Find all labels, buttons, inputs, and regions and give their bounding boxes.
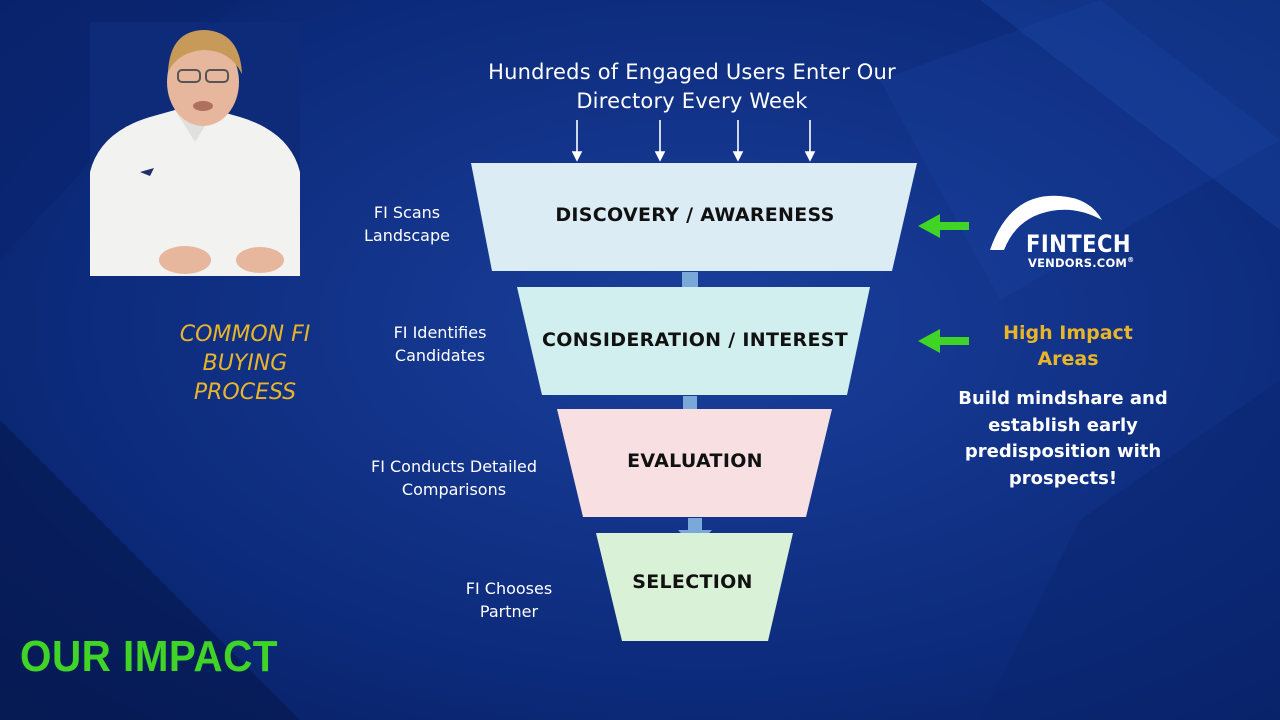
stage-discovery-label: FI Scans Landscape	[364, 203, 450, 245]
header-text: Hundreds of Engaged Users Enter Our Dire…	[470, 58, 914, 116]
swoosh-icon	[990, 195, 1102, 250]
stage-evaluation-label: FI Conducts Detailed Comparisons	[370, 457, 538, 499]
stage-evaluation-shape	[557, 409, 832, 517]
stage-consideration-shape	[517, 287, 870, 395]
stage-evaluation-title: EVALUATION	[627, 450, 763, 472]
our-impact-title: OUR IMPACT	[20, 632, 278, 681]
stage-discovery-title: DISCOVERY / AWARENESS	[555, 204, 835, 226]
presenter-video	[90, 22, 300, 276]
stage-discovery-shape	[471, 163, 917, 271]
high-impact-title: High Impact Areas	[1003, 322, 1133, 370]
arrow-left-icon	[918, 214, 969, 353]
header-line-2: Directory Every Week	[576, 89, 808, 113]
stage-consideration-title: CONSIDERATION / INTEREST	[542, 329, 848, 351]
impact-body: Build mindshare and establish early pred…	[958, 388, 1168, 489]
stage-consideration-label: FI Identifies Candidates	[393, 323, 487, 365]
logo-name: FINTECH	[1026, 230, 1132, 258]
stage-selection-shape	[596, 533, 793, 641]
logo-sub: VENDORS.COM®	[1028, 256, 1135, 270]
header-line-1: Hundreds of Engaged Users Enter Our	[488, 60, 896, 84]
arrow-down-icon	[571, 120, 816, 162]
stage-selection-title: SELECTION	[632, 571, 753, 593]
process-label: COMMON FI BUYING PROCESS	[179, 322, 311, 405]
stage-selection-label: FI Chooses Partner	[465, 579, 553, 621]
